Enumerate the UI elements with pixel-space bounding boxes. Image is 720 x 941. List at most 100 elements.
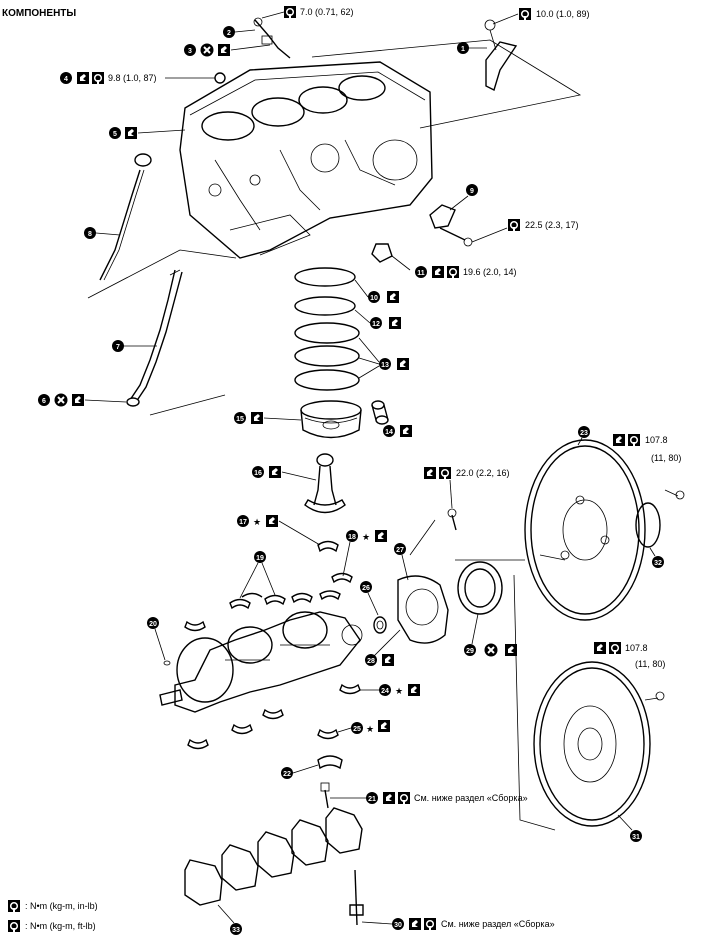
svg-text:13: 13 (381, 362, 389, 369)
torque-4: 22.5 (2.3, 17) (471, 218, 579, 243)
rear-oil-seal-part-29 (457, 561, 503, 615)
callout-32: 32 (649, 547, 664, 568)
callout-1: 1 (457, 42, 487, 54)
torque-label-4: 22.5 (2.3, 17) (525, 220, 579, 230)
svg-text:26: 26 (362, 585, 370, 592)
svg-text:23: 23 (580, 430, 588, 437)
retainer-bolt (447, 508, 457, 531)
block-frame-line-left (87, 249, 237, 416)
sensor-part-11 (371, 243, 411, 271)
drive-plate-part-30 (524, 439, 646, 621)
svg-text:17: 17 (239, 519, 247, 526)
callout-19: 19 (239, 551, 276, 599)
svg-text:19: 19 (256, 555, 264, 562)
bearing-shells-lower (184, 620, 361, 750)
guide-lines (369, 519, 566, 661)
torque-label-10: См. ниже раздел «Сборка» (441, 919, 555, 929)
block-frame-line-right (311, 39, 582, 129)
star-25: ★ (366, 724, 374, 734)
callout-8: 8 (84, 227, 121, 239)
callout-16: 16 (252, 466, 317, 481)
bearing-shells-upper (229, 540, 353, 610)
svg-text:16: 16 (254, 470, 262, 477)
svg-text:3: 3 (188, 48, 192, 55)
svg-text:8: 8 (88, 231, 92, 238)
main-cap-bolt (349, 869, 364, 926)
svg-text:18: 18 (348, 534, 356, 541)
svg-text:29: 29 (466, 648, 474, 655)
svg-text:28: 28 (367, 658, 375, 665)
torque-8: 107.8 (11, 80) (594, 641, 665, 669)
torque-label-5: 19.6 (2.0, 14) (463, 267, 517, 277)
svg-text:33: 33 (232, 927, 240, 934)
callout-23: 23 (577, 426, 590, 446)
torque-label-8a: 107.8 (625, 643, 648, 653)
bearing-cap-part-22 (317, 755, 343, 770)
callout-2: 2 (223, 26, 256, 38)
svg-text:14: 14 (385, 429, 393, 436)
callout-17: 17 ★ (237, 515, 321, 546)
callout-27: 27 (394, 543, 409, 581)
oil-tube-part-7 (126, 269, 183, 407)
callout-7: 7 (112, 340, 157, 352)
callout-24: 24 ★ (360, 684, 420, 696)
star-18: ★ (362, 532, 370, 542)
callout-29: 29 (464, 613, 517, 658)
svg-text:9: 9 (470, 188, 474, 195)
svg-text:5: 5 (113, 131, 117, 138)
torque-label-1: 7.0 (0.71, 62) (300, 7, 354, 17)
callout-28: 28 (365, 654, 394, 666)
svg-text:30: 30 (394, 922, 402, 929)
cylinder-block (179, 61, 433, 259)
crankshaft-part-28 (159, 611, 363, 713)
torque-1: 7.0 (0.71, 62) (261, 5, 354, 19)
svg-text:22: 22 (283, 771, 291, 778)
torque-label-8b: (11, 80) (635, 659, 665, 669)
callout-21: 21 См. ниже раздел «Сборка» (330, 791, 528, 805)
callout-25: 25 ★ (337, 720, 390, 734)
callout-14: 14 (383, 425, 412, 437)
plug-part-4 (214, 72, 226, 84)
svg-text:6: 6 (42, 398, 46, 405)
svg-text:15: 15 (236, 416, 244, 423)
torque-label-2: 10.0 (1.0, 89) (536, 9, 590, 19)
callout-12: 12 (354, 309, 401, 329)
flywheel (533, 661, 665, 827)
svg-text:20: 20 (149, 621, 157, 628)
legend-line-1: : N•m (kg-m, in-lb) (25, 901, 98, 911)
callout-33: 33 (217, 904, 242, 935)
seal-retainer-part-27 (397, 575, 449, 644)
piston-rings (294, 267, 360, 391)
callout-22: 22 (281, 764, 319, 779)
torque-label-7a: 107.8 (645, 435, 668, 445)
torque-7: 107.8 (11, 80) (613, 433, 681, 463)
callout-10: 10 (354, 279, 399, 303)
bracket-part-1 (484, 19, 518, 91)
svg-text:4: 4 (64, 76, 68, 83)
page-title: КОМПОНЕНТЫ (2, 8, 76, 19)
callout-18: 18 ★ (342, 530, 387, 577)
legend-line-2: : N•m (kg-m, ft-lb) (25, 921, 96, 931)
main-bearing-caps (184, 807, 363, 906)
torque-label-6: 22.0 (2.2, 16) (456, 468, 510, 478)
svg-text:32: 32 (654, 560, 662, 567)
callout-20: 20 (147, 617, 171, 666)
callout-31: 31 (617, 814, 642, 842)
callout-4: 4 9.8 (1.0, 87) (60, 71, 215, 85)
svg-text:11: 11 (417, 270, 425, 277)
star-24: ★ (395, 686, 403, 696)
piston-part-15 (300, 400, 362, 439)
svg-text:24: 24 (381, 688, 389, 695)
connecting-rod-part-16 (304, 453, 346, 514)
svg-text:31: 31 (632, 834, 640, 841)
svg-text:7: 7 (116, 344, 120, 351)
callout-6: 6 (38, 392, 127, 408)
drive-plate-frame-line (513, 574, 556, 831)
callout-15: 15 (234, 412, 302, 424)
callout-13: 13 (358, 337, 409, 379)
main-bolt-part-21 (320, 782, 330, 809)
torque-label-9: См. ниже раздел «Сборка» (414, 793, 528, 803)
svg-text:12: 12 (372, 321, 380, 328)
callout-30: 30 См. ниже раздел «Сборка» (361, 917, 555, 931)
